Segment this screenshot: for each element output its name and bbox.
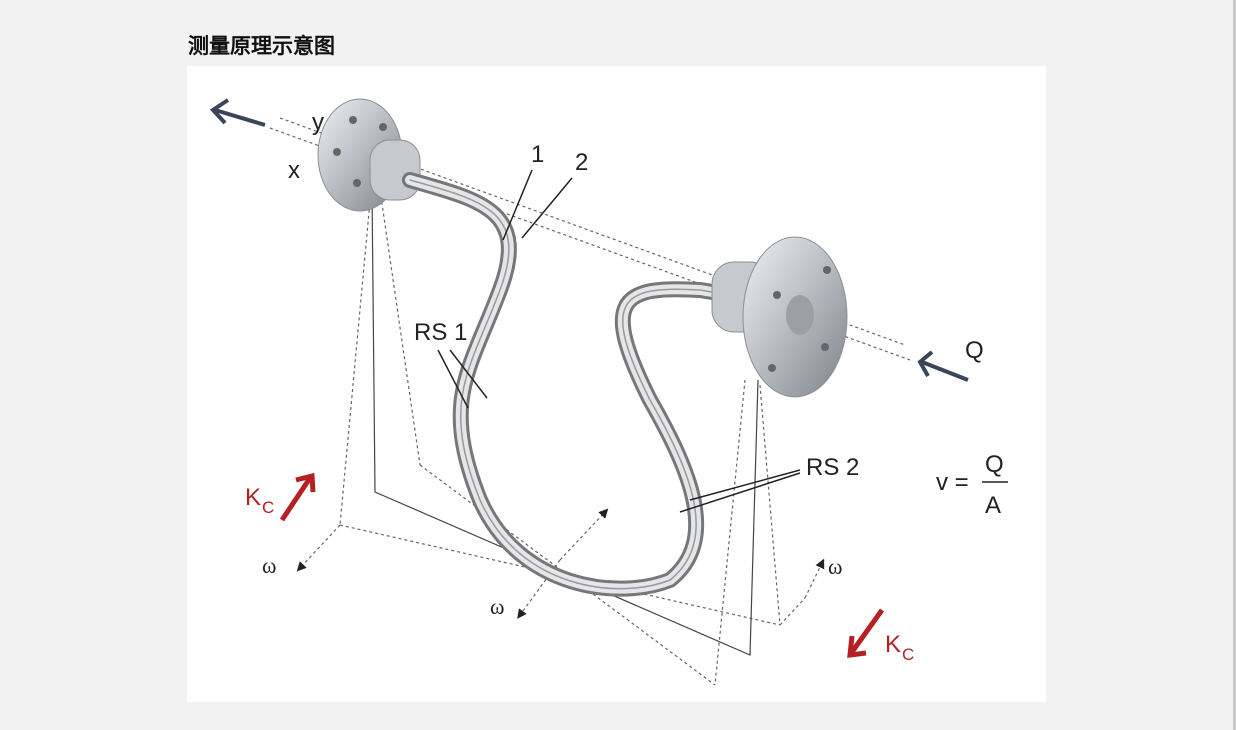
- flow-out-arrow: [209, 98, 266, 127]
- omega-label-center: ω: [490, 594, 504, 619]
- measurement-principle-diagram: y x 1 2 RS 1 RS 2 Q v = Q A K C K C ω ω …: [187, 66, 1046, 702]
- coriolis-force-arrow-right: [847, 608, 885, 658]
- section-title: 测量原理示意图: [188, 34, 335, 58]
- flow-q-label: Q: [965, 337, 984, 364]
- kc-label-right: K C: [885, 631, 914, 664]
- tube-2-label: 2: [575, 149, 588, 176]
- svg-text:C: C: [262, 498, 274, 517]
- svg-text:Q: Q: [985, 451, 1004, 478]
- rs1-label: RS 1: [414, 319, 467, 346]
- svg-text:C: C: [902, 645, 914, 664]
- x-axis-label: x: [288, 157, 300, 184]
- flow-in-arrow: [917, 350, 969, 382]
- coriolis-force-arrow-left: [279, 472, 316, 522]
- outlet-flange: [711, 236, 848, 398]
- svg-text:v =: v =: [936, 469, 969, 496]
- velocity-formula: v = Q A: [936, 451, 1008, 519]
- rs2-label: RS 2: [806, 454, 859, 481]
- svg-text:K: K: [245, 484, 261, 511]
- y-axis-label: y: [312, 109, 324, 136]
- kc-label-left: K C: [245, 484, 274, 517]
- inlet-flange: [317, 98, 421, 212]
- measuring-tubes: [402, 172, 768, 597]
- svg-text:A: A: [985, 492, 1001, 519]
- page-scrollbar-edge: [1233, 0, 1236, 730]
- tube-1-label: 1: [531, 141, 544, 168]
- omega-label-right: ω: [828, 554, 842, 579]
- omega-label-left: ω: [262, 553, 276, 578]
- svg-text:K: K: [885, 631, 901, 658]
